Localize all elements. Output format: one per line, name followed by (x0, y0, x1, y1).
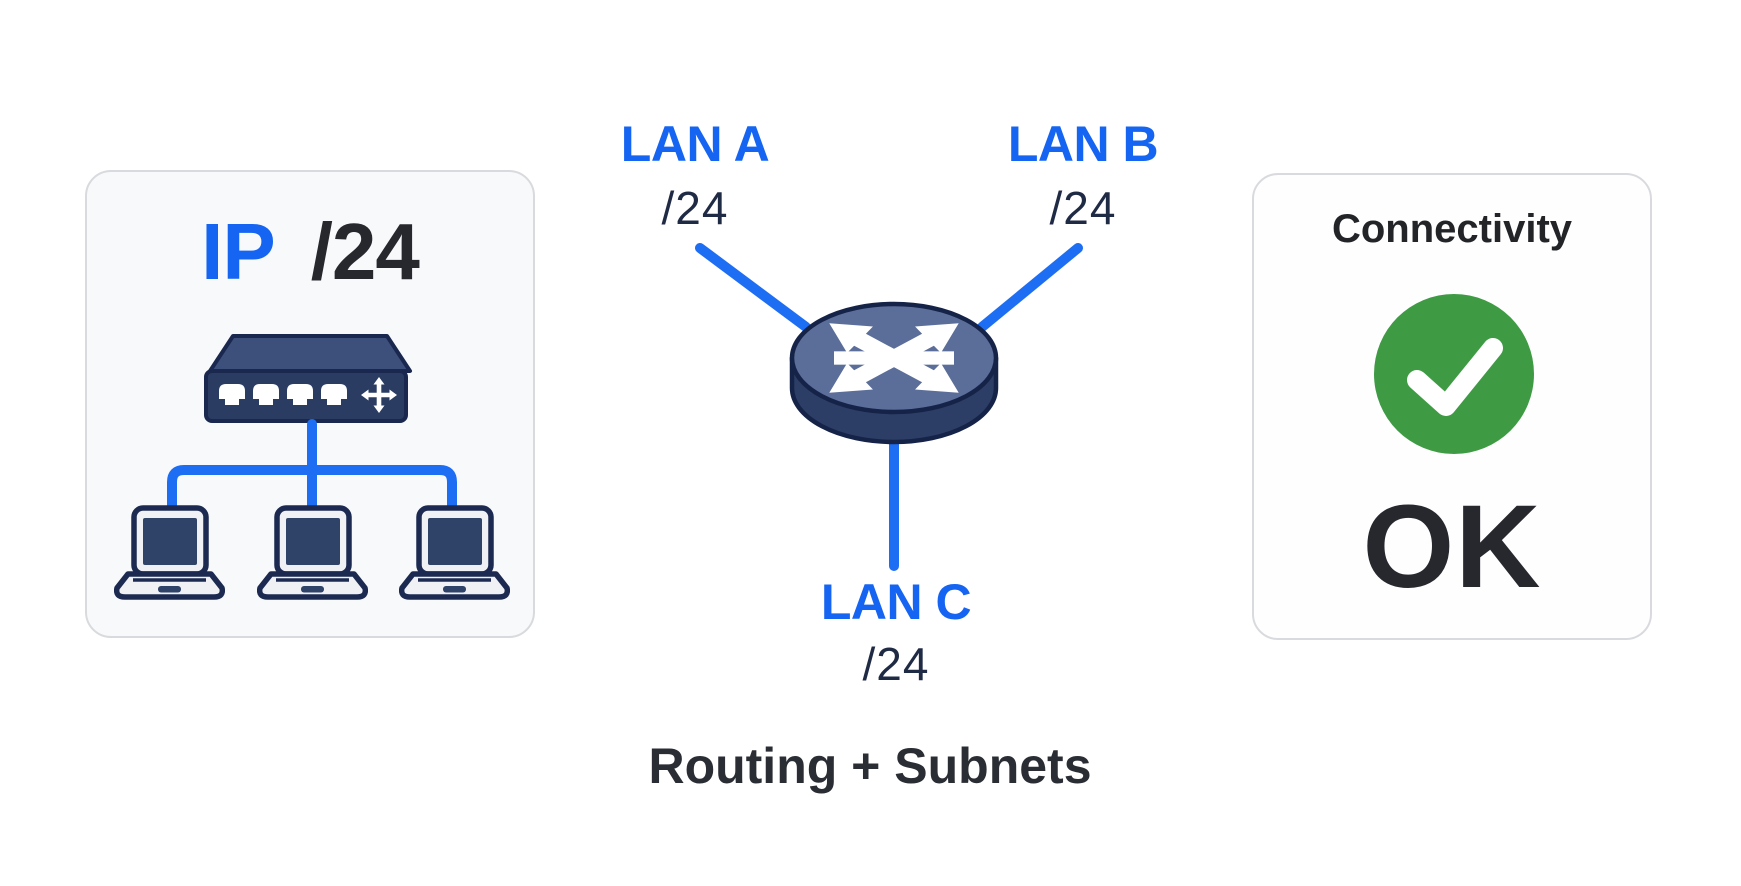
lan-a-mask: /24 (661, 182, 729, 234)
laptop-icon (257, 504, 368, 600)
subnet-card-title: IP /24 (87, 210, 533, 294)
laptop-icon (399, 504, 510, 600)
connectivity-title: Connectivity (1331, 207, 1573, 251)
switch-icon (204, 334, 412, 423)
lan-b-label: LAN B (1007, 116, 1159, 172)
lan-b-mask: /24 (1049, 182, 1117, 234)
check-circle-icon (1374, 294, 1534, 454)
single-subnet-card: IP /24 (85, 170, 535, 638)
laptop-icon (114, 504, 225, 600)
lan-connector-lines (167, 419, 457, 511)
router-arrows (829, 323, 959, 393)
move-arrows-icon (361, 377, 397, 413)
status-ok-label: OK (1362, 481, 1542, 613)
mask-label: /24 (310, 207, 420, 296)
switch-ports (219, 384, 347, 405)
router-icon (789, 301, 999, 445)
diagram-caption: Routing + Subnets (648, 738, 1092, 794)
connectivity-card: Connectivity OK (1252, 173, 1652, 640)
lan-c-mask: /24 (862, 638, 930, 690)
lan-a-label: LAN A (620, 116, 770, 172)
lan-c-label: LAN C (820, 574, 972, 630)
ip-label: IP (201, 207, 276, 296)
